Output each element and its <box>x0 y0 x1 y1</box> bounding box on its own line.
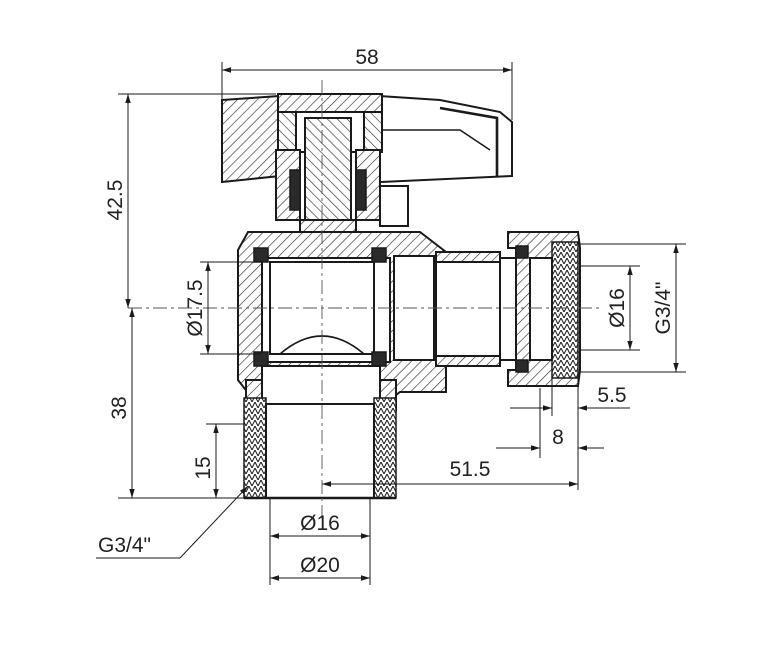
dim-bottom-bore: Ø16 <box>269 498 371 545</box>
outlet-connector <box>435 231 581 387</box>
dim-gap-nut: 5.5 <box>510 378 630 458</box>
dim-height-top: 42.5 <box>104 93 276 308</box>
dim-8-label: 8 <box>552 426 564 449</box>
dim-outlet-thread: G3/4" <box>580 243 686 373</box>
dim-51-5-label: 51.5 <box>450 458 491 481</box>
dim-42-5-label: 42.5 <box>104 180 127 221</box>
dim-overall-width: 58 <box>221 46 513 120</box>
dim-o20-label: Ø20 <box>300 554 340 577</box>
dim-o16-bottom-label: Ø16 <box>300 512 340 535</box>
dim-38-label: 38 <box>108 396 131 419</box>
dim-o17-5-label: Ø17.5 <box>184 279 207 336</box>
dim-thread-length: 15 <box>192 423 244 498</box>
dim-58-label: 58 <box>355 46 378 69</box>
dim-nut-width: 8 <box>496 388 604 458</box>
inlet-threaded-end <box>243 397 397 500</box>
dim-15-label: 15 <box>192 456 215 479</box>
dim-bottom-od: Ø20 <box>269 545 371 585</box>
dim-bore-outlet: Ø16 <box>580 265 640 351</box>
dim-o16-outlet-label: Ø16 <box>606 288 629 328</box>
dim-g34-bottom-label: G3/4" <box>98 534 151 557</box>
dim-outlet-reach: 51.5 <box>322 458 579 490</box>
dim-5-5-label: 5.5 <box>597 384 626 407</box>
dim-height-bottom: 38 <box>108 308 244 499</box>
dim-g34-outlet-label: G3/4" <box>652 282 675 335</box>
dim-bore-inlet: Ø17.5 <box>184 261 262 355</box>
dim-bottom-thread: G3/4" <box>96 485 249 559</box>
valve-body <box>237 231 447 411</box>
